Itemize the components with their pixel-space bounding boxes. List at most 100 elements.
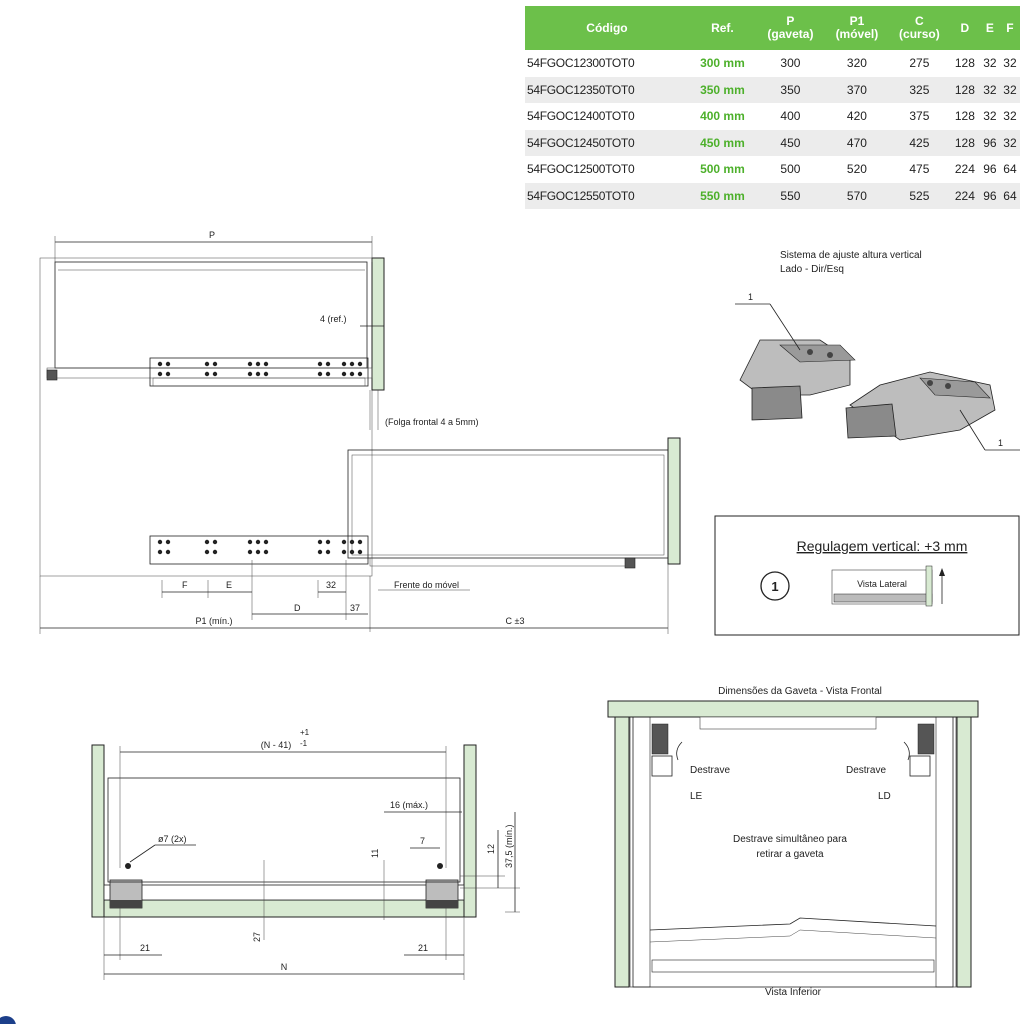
table-cell: 96 [979, 182, 1000, 209]
table-cell: 300 [780, 56, 801, 71]
table-cell: 370 [824, 76, 889, 103]
callout-1-bottom: 1 [998, 438, 1003, 448]
table-header-cell: C(curso) [888, 6, 950, 50]
simult-line-2: retirar a gaveta [756, 849, 824, 860]
table-cell: 320 [846, 56, 867, 71]
n41-sup: +1 [300, 728, 310, 737]
table-cell: 275 [909, 56, 930, 71]
table-cell: 32 [999, 76, 1020, 103]
table-cell: 64 [1003, 162, 1017, 177]
corner-badge [0, 1016, 16, 1024]
side-view: P 4 (ref.) (Folga frontal 4 a 5mm) [39, 230, 681, 634]
n21b-label: 21 [418, 943, 428, 953]
d-label: D [294, 603, 301, 613]
table-cell: 224 [954, 162, 975, 177]
table-header-cell: D [949, 6, 980, 50]
table-cell: 420 [846, 109, 867, 124]
table-cell: 450 [755, 129, 825, 156]
n37-label: 37 [350, 603, 360, 613]
table-cell: 32 [1003, 56, 1017, 71]
n41-label: (N - 41) [261, 740, 292, 750]
callout-1-top: 1 [748, 292, 753, 302]
table-cell: 128 [954, 109, 975, 124]
drawer-outline-front [107, 777, 461, 883]
table-cell: 128 [954, 56, 975, 71]
table-cell: 32 [983, 56, 997, 71]
table-cell: 54FGOC12300TOT0 [527, 56, 635, 71]
right-side-wall [463, 744, 477, 918]
ld-label: LD [878, 791, 891, 802]
table-cell: 550 [755, 182, 825, 209]
left-bracket [739, 339, 856, 421]
table-cell: 96 [983, 162, 997, 177]
regulagem-num: 1 [771, 579, 778, 594]
n11-label: 11 [370, 849, 380, 858]
n12-label: 12 [486, 844, 496, 854]
n-label: N [281, 962, 288, 972]
table-cell: 54FGOC12350TOT0 [525, 76, 689, 103]
gaveta-frontal: Dimensões da Gaveta - Vista Frontal Dest… [607, 686, 979, 998]
table-header-cell: Código [525, 6, 689, 50]
cabinet-front-panel [371, 257, 385, 391]
drawer-box-open [347, 449, 669, 559]
table-header-cell: F [999, 6, 1020, 50]
table-cell: 500 [780, 162, 801, 177]
table-cell: 350 [755, 76, 825, 103]
table-cell: 500 mm [700, 162, 745, 177]
table-cell: 32 [999, 129, 1020, 156]
regulagem-box: Regulagem vertical: +3 mm 1 Vista Latera… [714, 515, 1020, 636]
d16-label: 16 (máx.) [390, 800, 428, 810]
n7-label: 7 [420, 836, 425, 846]
adjust-system: Sistema de ajuste altura vertical Lado -… [735, 250, 1020, 451]
table-cell: 475 [909, 162, 930, 177]
n21a-label: 21 [140, 943, 150, 953]
n27-label: 27 [252, 932, 262, 942]
ref4-label: 4 (ref.) [320, 314, 347, 324]
e-label: E [226, 580, 232, 590]
table-cell: 64 [999, 182, 1020, 209]
table-cell: 54FGOC12450TOT0 [525, 129, 689, 156]
table-cell: 96 [979, 129, 1000, 156]
cabinet-outline [39, 257, 373, 577]
regulagem-title: Regulagem vertical: +3 mm [797, 538, 968, 554]
adjust-title-2: Lado - Dir/Esq [780, 264, 844, 275]
gaveta-title: Dimensões da Gaveta - Vista Frontal [718, 686, 882, 697]
c-label: C ±3 [506, 616, 525, 626]
table-cell: 570 [824, 182, 889, 209]
table-cell: 350 mm [688, 76, 756, 103]
table-cell: 325 [888, 76, 950, 103]
adjust-title-1: Sistema de ajuste altura vertical [780, 250, 922, 261]
table-cell: 54FGOC12400TOT0 [527, 109, 635, 124]
table-cell: 425 [888, 129, 950, 156]
table-cell: 450 mm [688, 129, 756, 156]
table-cell: 32 [983, 109, 997, 124]
table-cell: 224 [949, 182, 980, 209]
destrave-left: Destrave [690, 765, 730, 776]
n41-sub: -1 [300, 739, 308, 748]
table-header-cell: Ref. [688, 6, 756, 50]
table-cell: 520 [846, 162, 867, 177]
table-cell: 470 [824, 129, 889, 156]
right-bracket [845, 371, 996, 441]
table-cell: 400 mm [700, 109, 745, 124]
frente-label: Frente do móvel [394, 580, 459, 590]
table-cell: 400 [780, 109, 801, 124]
phi7-label: ø7 (2x) [158, 834, 187, 844]
left-side-wall [91, 744, 105, 918]
folga-label: (Folga frontal 4 a 5mm) [385, 417, 479, 427]
p1-label: P1 (mín.) [195, 616, 232, 626]
table-cell: 525 [888, 182, 950, 209]
vista-lateral-label: Vista Lateral [857, 579, 907, 589]
table-cell: 32 [979, 76, 1000, 103]
table-header-cell: E [979, 6, 1000, 50]
table-cell: 128 [949, 76, 980, 103]
p-label: P [209, 230, 215, 240]
table-cell: 375 [909, 109, 930, 124]
